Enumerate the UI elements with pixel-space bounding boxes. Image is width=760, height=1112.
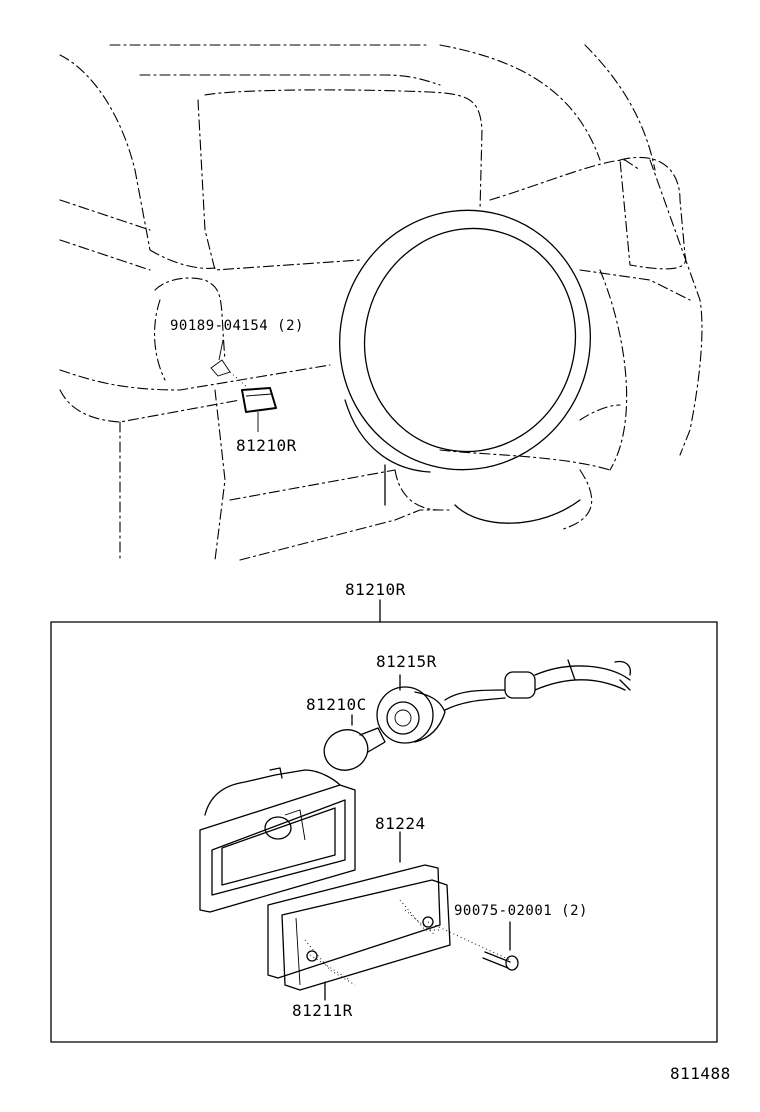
- callout-lamp-assembly-top: 81210R: [236, 436, 297, 455]
- callout-gasket: 81224: [375, 814, 426, 833]
- screw: [427, 921, 519, 971]
- callout-lens: 81211R: [292, 1001, 353, 1020]
- exploded-view-frame: [50, 599, 718, 1043]
- bulb: [323, 714, 386, 771]
- spare-tire: [339, 209, 591, 524]
- socket-and-harness: [376, 659, 631, 744]
- lens: [281, 879, 451, 1001]
- callout-clip: 90189-04154 (2): [170, 318, 304, 334]
- rear-side-lamp-location: [210, 339, 277, 432]
- lamp-housing: [199, 767, 356, 913]
- callout-screw: 90075-02001 (2): [454, 903, 588, 919]
- callout-lamp-assembly-box: 81210R: [345, 580, 406, 599]
- vehicle-rear-outline: [59, 44, 703, 561]
- callout-socket: 81215R: [376, 652, 437, 671]
- callout-bulb: 81210C: [306, 695, 367, 714]
- figure-number: 811488: [670, 1064, 731, 1083]
- gasket: [267, 831, 441, 979]
